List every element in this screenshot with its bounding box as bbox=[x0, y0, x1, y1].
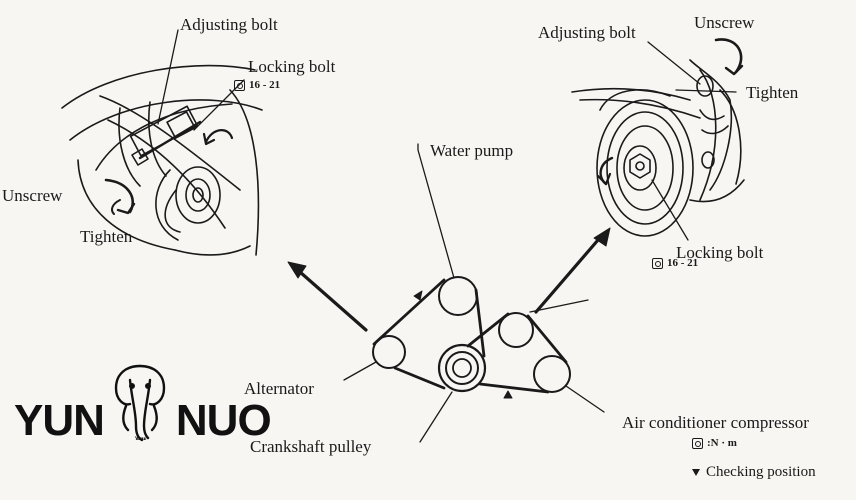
torque-value-ac: :N · m bbox=[707, 437, 737, 449]
logo-text-left: YUN bbox=[14, 396, 105, 445]
right-detail-illustration bbox=[571, 38, 745, 241]
checking-position-label: Checking position bbox=[706, 464, 816, 480]
logo-small-text: Yunnuo bbox=[135, 437, 147, 442]
unscrew-label-left: Unscrew bbox=[2, 186, 63, 205]
locking-bolt-label-right: Locking bolt bbox=[676, 243, 764, 262]
crankshaft-pulley-label: Crankshaft pulley bbox=[250, 437, 372, 456]
adjusting-bolt-label-right: Adjusting bolt bbox=[538, 23, 636, 42]
unscrew-label-right: Unscrew bbox=[694, 13, 755, 32]
water-pump-pulley bbox=[438, 276, 478, 316]
logo-text-right: NUO bbox=[175, 396, 272, 445]
torque-value-right: 16 - 21 bbox=[667, 257, 699, 269]
ac-compressor-pulley bbox=[533, 355, 571, 393]
tighten-label-right: Tighten bbox=[746, 83, 799, 102]
torque-wrench-icon bbox=[234, 80, 245, 91]
torque-spec-ac: :N · m bbox=[692, 438, 737, 449]
torque-value-left: 16 - 21 bbox=[249, 79, 281, 91]
checking-marker-upper bbox=[413, 290, 423, 301]
checking-position-legend: Checking position bbox=[692, 464, 816, 481]
elephant-logo-icon: Yunnuo bbox=[114, 364, 166, 442]
water-pump-label: Water pump bbox=[430, 141, 514, 160]
torque-wrench-icon bbox=[692, 438, 703, 449]
idler-pulley bbox=[498, 312, 534, 348]
checking-marker-lower bbox=[503, 390, 513, 399]
tighten-label-left: Tighten bbox=[80, 227, 133, 246]
belt-layout bbox=[287, 143, 611, 443]
locking-bolt-label-left: Locking bolt bbox=[248, 57, 336, 76]
adjusting-bolt-label-left: Adjusting bolt bbox=[180, 15, 278, 34]
checking-position-marker-icon bbox=[692, 469, 700, 476]
torque-spec-right: 16 - 21 bbox=[652, 258, 698, 269]
alternator-pulley bbox=[372, 335, 406, 369]
ac-compressor-label: Air conditioner compressor bbox=[622, 413, 809, 432]
left-detail-illustration bbox=[61, 29, 263, 256]
yunnuo-logo: YUN Yunnuo NUO bbox=[14, 364, 272, 446]
alternator-label: Alternator bbox=[244, 379, 314, 398]
torque-wrench-icon bbox=[652, 258, 663, 269]
torque-spec-left: 16 - 21 bbox=[234, 80, 280, 91]
crankshaft-pulley bbox=[437, 343, 487, 393]
